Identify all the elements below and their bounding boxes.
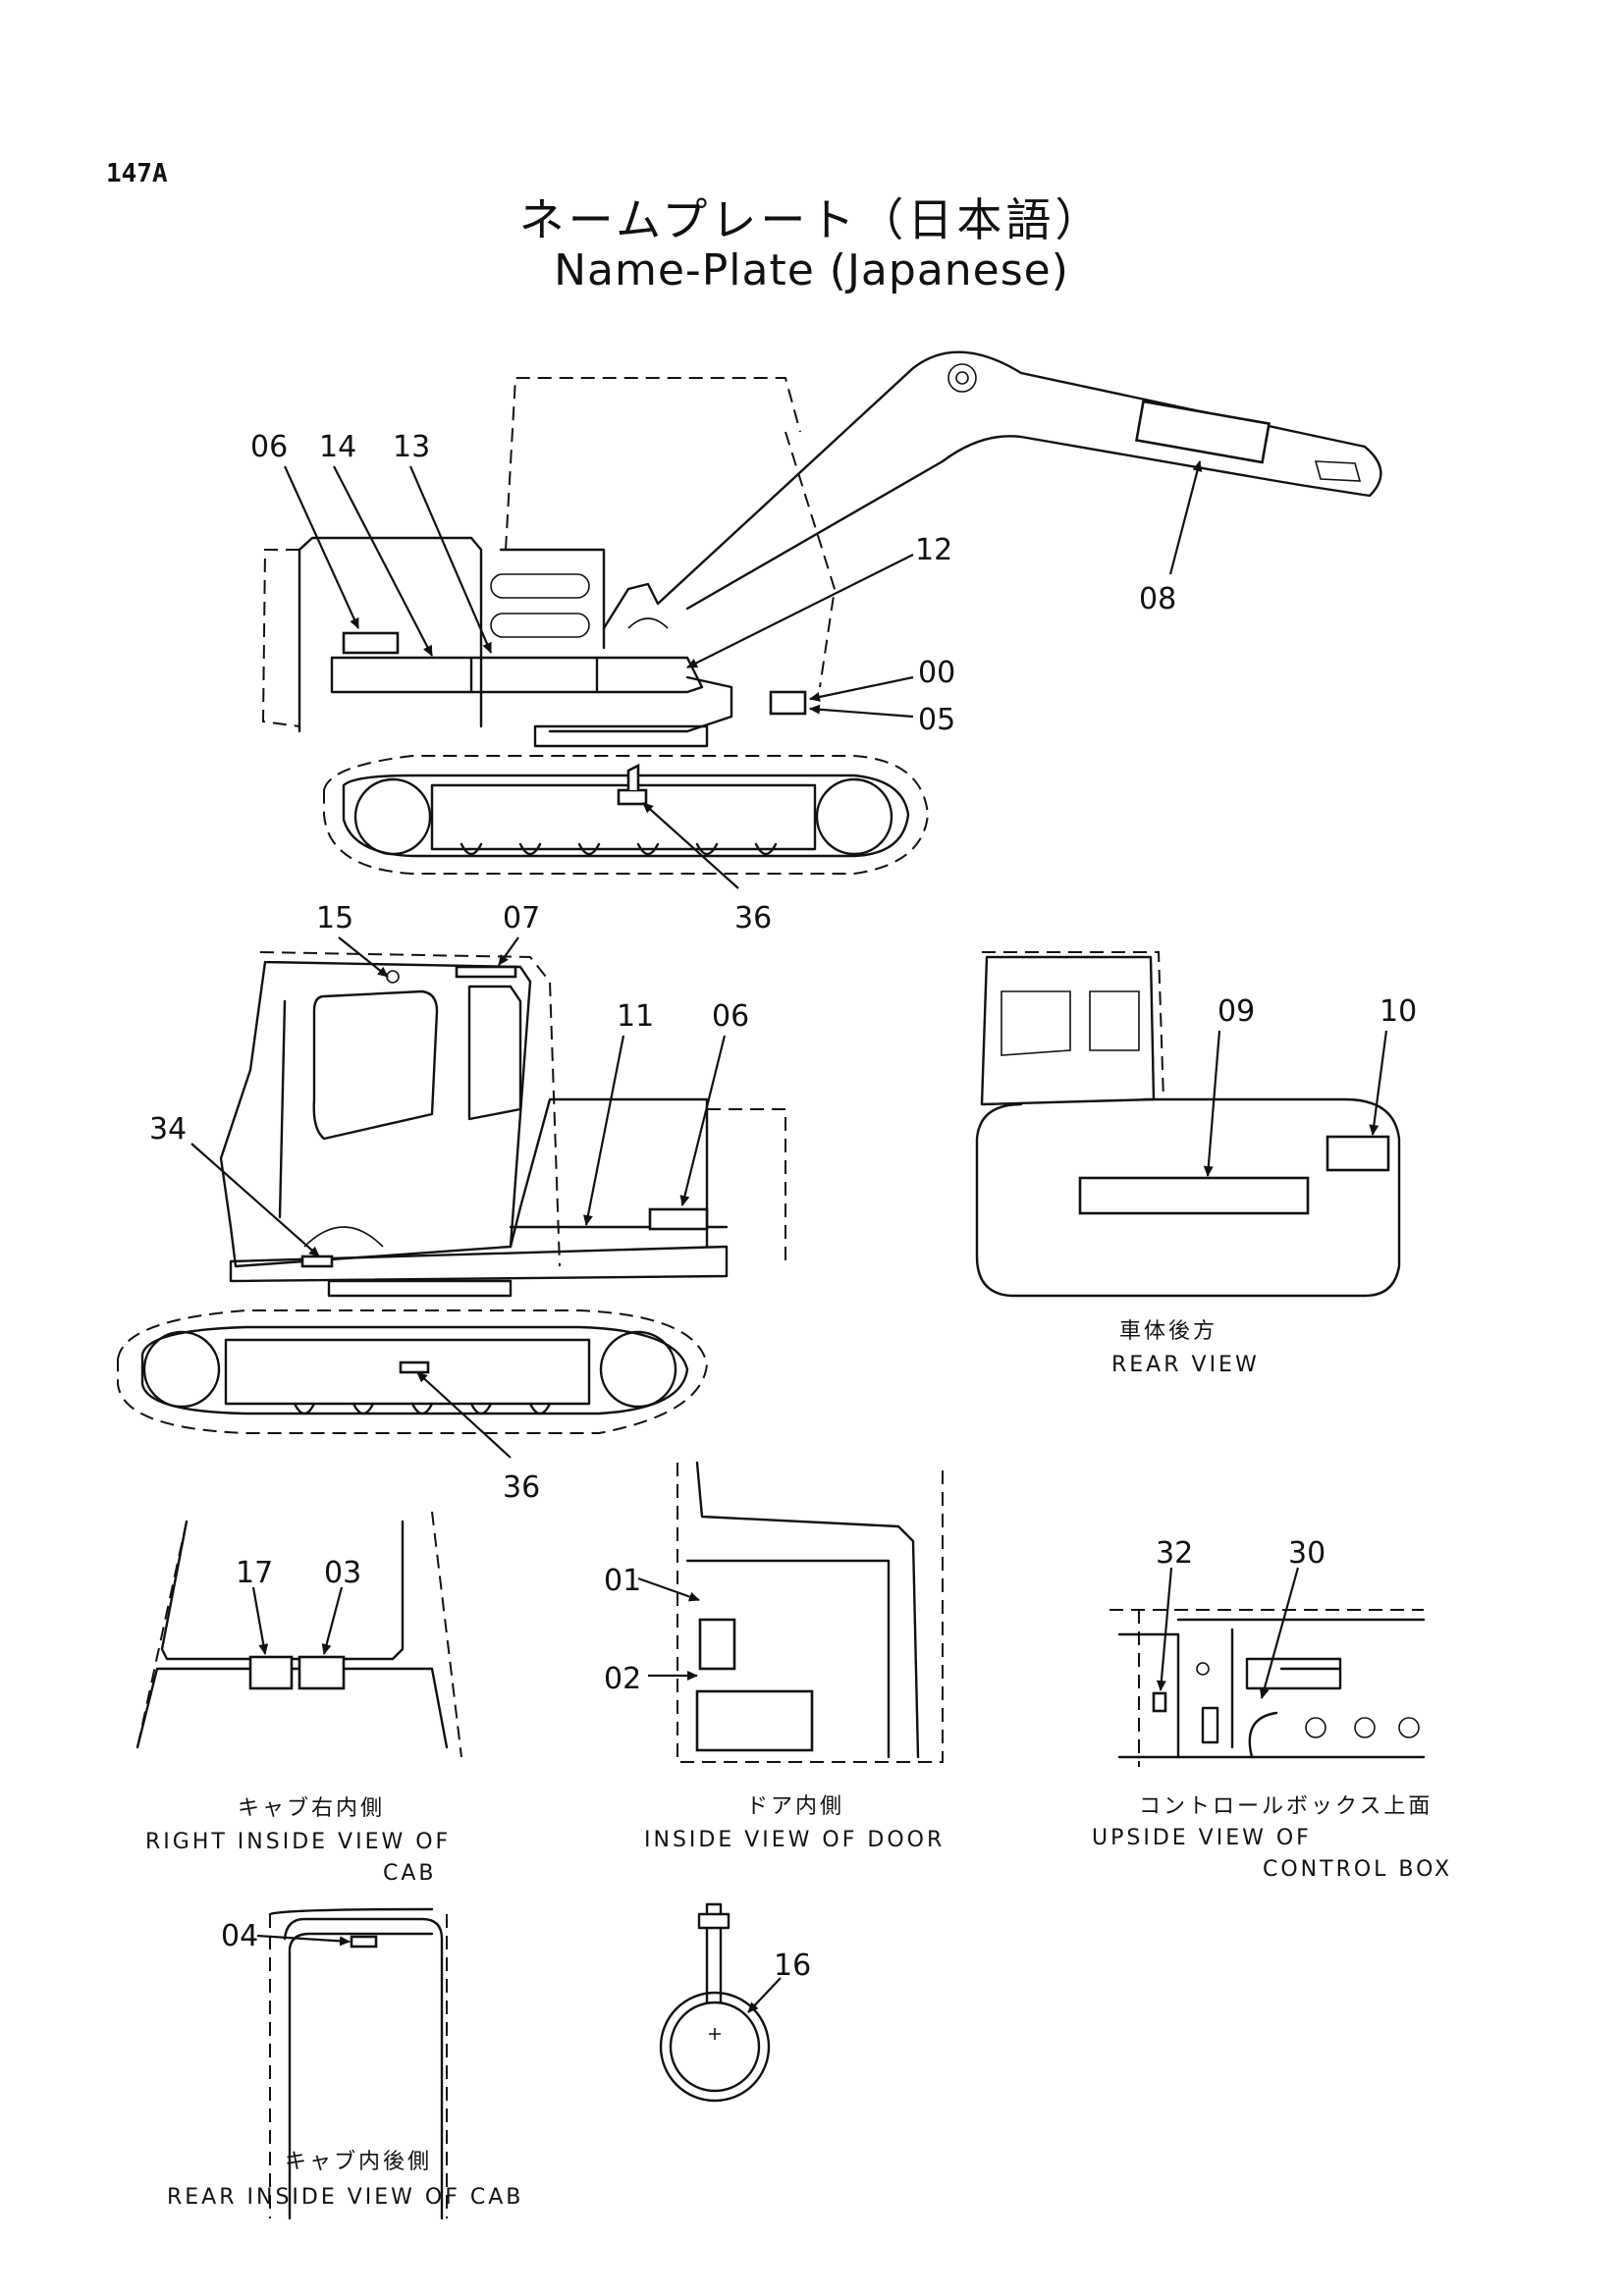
control-box-view — [1109, 1609, 1426, 1767]
callout-36-top: 36 — [734, 901, 772, 935]
page-number: 147A — [106, 159, 168, 188]
callout-14: 14 — [319, 430, 356, 464]
right-inside-cab-caption-en-1: RIGHT INSIDE VIEW OF — [145, 1830, 452, 1854]
callout-02: 02 — [604, 1662, 641, 1696]
callout-15: 15 — [316, 901, 353, 935]
callout-numbers: 06 14 13 12 08 00 05 36 15 07 11 06 34 3… — [149, 430, 1417, 1983]
callout-05: 05 — [918, 703, 955, 737]
right-inside-cab-caption-jp: キャブ右内側 — [238, 1796, 386, 1821]
control-box-caption-en-1: UPSIDE VIEW OF — [1092, 1826, 1312, 1850]
part-16-view — [659, 1902, 771, 2103]
door-caption-en: INSIDE VIEW OF DOOR — [644, 1828, 946, 1852]
callout-06-cab: 06 — [712, 999, 749, 1034]
page-title-japanese: ネームプレート（日本語） — [518, 193, 1105, 246]
callout-01: 01 — [604, 1564, 641, 1598]
callout-12: 12 — [915, 533, 952, 567]
callout-06-top: 06 — [250, 430, 288, 464]
door-caption-jp: ドア内側 — [746, 1794, 845, 1819]
rear-inside-cab-caption-en: REAR INSIDE VIEW OF CAB — [167, 2185, 524, 2210]
excavator-cab-side-view — [117, 951, 786, 1434]
callout-16: 16 — [774, 1949, 811, 1983]
rear-view-caption-jp: 車体後方 — [1119, 1319, 1218, 1344]
inside-door-view — [676, 1461, 944, 1763]
right-inside-cab-view — [135, 1511, 462, 1758]
callout-07: 07 — [503, 901, 540, 935]
page-title-english: Name-Plate (Japanese) — [554, 245, 1069, 295]
callout-10: 10 — [1380, 994, 1417, 1029]
callout-32: 32 — [1156, 1536, 1193, 1571]
callout-13: 13 — [393, 430, 430, 464]
control-box-caption-en-2: CONTROL BOX — [1263, 1857, 1453, 1882]
callout-04: 04 — [221, 1919, 258, 1953]
right-inside-cab-caption-en-2: CAB — [383, 1861, 437, 1886]
rear-view — [975, 951, 1401, 1298]
callout-11: 11 — [617, 999, 654, 1034]
callout-08: 08 — [1139, 582, 1176, 616]
control-box-caption-jp: コントロールボックス上面 — [1139, 1794, 1434, 1819]
rear-view-caption-en: REAR VIEW — [1111, 1353, 1260, 1377]
callout-00: 00 — [918, 656, 955, 690]
excavator-side-view — [261, 350, 1382, 875]
callout-17: 17 — [236, 1556, 273, 1590]
callout-34: 34 — [149, 1112, 187, 1147]
callout-03: 03 — [324, 1556, 361, 1590]
leader-lines — [190, 460, 1388, 2013]
callout-36-cab: 36 — [503, 1470, 540, 1505]
callout-09: 09 — [1217, 994, 1255, 1029]
rear-inside-cab-caption-jp: キャブ内後側 — [285, 2150, 433, 2174]
callout-30: 30 — [1288, 1536, 1325, 1571]
